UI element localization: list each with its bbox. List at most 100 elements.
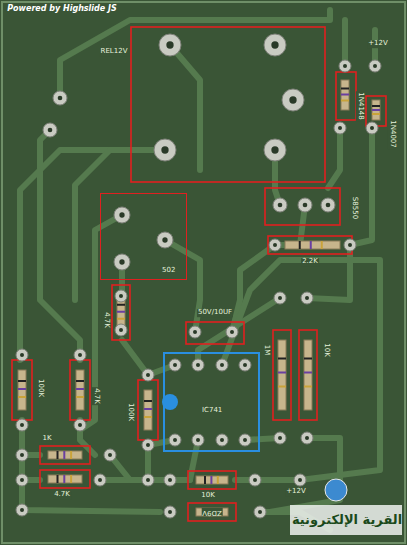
solder-pad — [142, 439, 154, 451]
part-label: 1N4007 — [388, 119, 396, 149]
drill-hole — [146, 443, 150, 447]
solder-pad — [339, 60, 351, 72]
resistor-symbol — [372, 100, 380, 120]
component-outline — [188, 471, 236, 489]
color-band — [18, 380, 26, 382]
copper-trace — [270, 438, 340, 512]
drill-hole — [98, 478, 102, 482]
drill-hole — [196, 363, 200, 367]
part-label: +12V — [285, 488, 307, 496]
color-band — [144, 400, 152, 402]
drill-hole — [343, 64, 347, 68]
part-label: 10K — [322, 342, 330, 358]
solder-pad — [154, 139, 176, 161]
drill-hole — [348, 243, 352, 247]
solder-pad — [43, 123, 57, 137]
drill-hole — [146, 373, 150, 377]
resistor-symbol — [196, 508, 228, 516]
resistor-symbol — [285, 241, 340, 249]
solder-pad — [115, 324, 127, 336]
drill-hole — [166, 41, 173, 48]
solder-pad — [294, 474, 306, 486]
drill-hole — [253, 478, 257, 482]
part-label: 1K — [41, 435, 52, 443]
drill-hole — [278, 436, 282, 440]
part-label: 1M — [262, 344, 270, 357]
component-outline — [138, 380, 158, 440]
drill-hole — [48, 128, 53, 133]
resistor-symbol — [341, 80, 349, 110]
potentiometer-box: 502 — [100, 193, 187, 280]
solder-pad — [269, 239, 281, 251]
solder-pad — [239, 359, 251, 371]
solder-pad — [239, 434, 251, 446]
drill-hole — [168, 510, 172, 514]
component-outline — [336, 72, 356, 120]
solder-pad — [274, 292, 286, 304]
copper-trace — [165, 240, 200, 332]
part-label: +12V — [367, 40, 389, 48]
copper-trace — [75, 150, 165, 300]
solder-pad — [216, 359, 228, 371]
color-band — [117, 304, 125, 306]
solder-pad — [16, 449, 28, 461]
drill-hole — [273, 243, 277, 247]
copper-trace — [60, 10, 330, 98]
resistor-symbol — [278, 340, 286, 410]
drill-hole — [370, 126, 374, 130]
drill-hole — [78, 423, 82, 427]
component-outline — [131, 27, 325, 182]
solder-pad — [369, 60, 381, 72]
resistor-symbol — [144, 390, 152, 430]
part-label: S8550 — [350, 196, 358, 220]
drill-hole — [326, 203, 331, 208]
color-band — [76, 380, 84, 382]
drill-hole — [119, 328, 123, 332]
solder-pad — [16, 504, 28, 516]
drill-hole — [162, 237, 167, 242]
color-band — [341, 94, 349, 96]
color-band — [321, 241, 323, 249]
solder-pad — [16, 474, 28, 486]
drill-hole — [20, 353, 24, 357]
drill-hole — [78, 353, 82, 357]
drill-hole — [373, 64, 377, 68]
color-band — [144, 416, 152, 418]
color-band — [63, 475, 65, 483]
drill-hole — [230, 330, 234, 334]
color-band — [217, 476, 219, 484]
resistor-symbol — [304, 340, 312, 410]
color-band — [372, 113, 380, 115]
watermark: القرية الإلكترونية — [291, 513, 403, 527]
component-outline — [265, 188, 340, 225]
solder-pad — [344, 239, 356, 251]
color-band — [70, 451, 72, 459]
color-band — [117, 311, 125, 313]
part-label: 2.2K — [301, 258, 319, 266]
drill-hole — [278, 296, 282, 300]
color-band — [63, 451, 65, 459]
part-label: 502 — [161, 266, 176, 274]
drill-hole — [303, 203, 308, 208]
solder-pad — [254, 506, 266, 518]
drill-hole — [305, 296, 309, 300]
color-band — [299, 241, 301, 249]
color-band — [304, 386, 312, 388]
copper-trace — [198, 298, 280, 365]
resistor-symbol — [18, 370, 26, 410]
solder-pad — [301, 292, 313, 304]
resistor-symbol — [196, 476, 228, 484]
solder-pad — [114, 207, 130, 223]
solder-pad — [366, 122, 378, 134]
drill-hole — [168, 478, 172, 482]
drill-hole — [196, 438, 200, 442]
solder-pad — [282, 89, 304, 111]
resistor-symbol — [76, 370, 84, 410]
part-label: 4.7K — [102, 311, 110, 329]
drill-hole — [243, 438, 247, 442]
solder-pad — [142, 369, 154, 381]
color-band — [210, 476, 212, 484]
solder-pad — [74, 349, 86, 361]
